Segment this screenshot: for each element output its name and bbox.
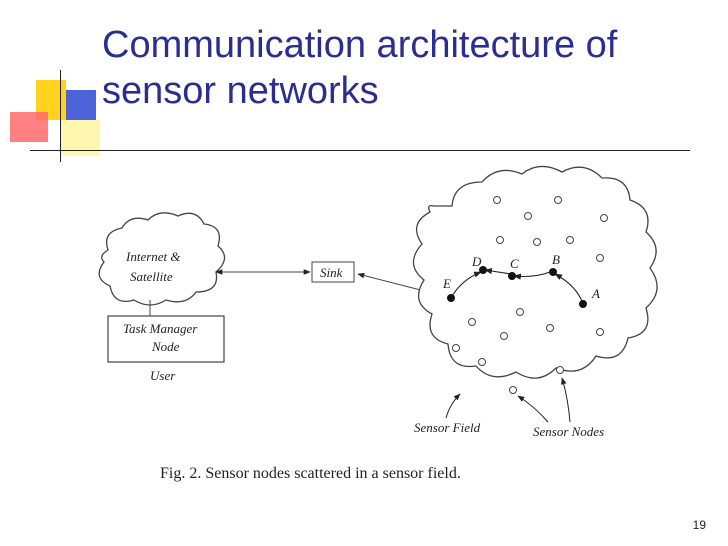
sensor-field-label: Sensor Field — [414, 420, 481, 435]
sensor-node — [493, 196, 501, 204]
node-c-label: C — [510, 256, 519, 271]
node-d — [479, 266, 487, 274]
task-manager-label-2: Node — [151, 339, 180, 354]
title-divider — [30, 150, 690, 151]
node-a-label: A — [591, 286, 600, 301]
page-number: 19 — [692, 518, 706, 532]
node-d-label: D — [471, 254, 482, 269]
node-a — [579, 300, 587, 308]
label-pointers — [445, 377, 571, 423]
sensor-node — [500, 332, 508, 340]
path-node-group — [447, 266, 587, 308]
sensor-node — [452, 344, 460, 352]
internet-cloud-label-2: Satellite — [130, 269, 173, 284]
sensor-node — [509, 386, 517, 394]
internet-cloud-label-1: Internet & — [125, 249, 181, 264]
sink-box — [311, 261, 355, 283]
sink-label: Sink — [320, 265, 343, 280]
sensor-node — [596, 328, 604, 336]
sensor-node — [596, 254, 604, 262]
sensor-node — [600, 214, 608, 222]
sensor-node — [554, 196, 562, 204]
node-e — [447, 294, 455, 302]
decor-vertical-rule — [60, 70, 61, 162]
node-b — [549, 268, 557, 276]
sensor-node — [566, 236, 574, 244]
sensor-node — [546, 324, 554, 332]
task-manager-label-1: Task Manager — [123, 321, 198, 336]
node-e-label: E — [442, 276, 451, 291]
decor-red-square — [10, 112, 48, 142]
sensor-node — [516, 308, 524, 316]
page-title: Communication architecture of sensor net… — [102, 24, 618, 112]
sensor-node — [478, 358, 486, 366]
task-manager-box — [107, 315, 225, 363]
node-b-label: B — [552, 252, 560, 267]
sensor-node — [468, 318, 476, 326]
sensor-node — [533, 238, 541, 246]
sensor-node — [524, 212, 532, 220]
decor-blue-square — [66, 90, 96, 120]
sensor-field-cloud — [412, 165, 658, 379]
sensor-node — [496, 236, 504, 244]
sensor-node-group — [452, 196, 608, 394]
sensor-node — [556, 366, 564, 374]
figure-caption: Fig. 2. Sensor nodes scattered in a sens… — [160, 465, 461, 482]
user-label: User — [150, 368, 176, 383]
sensor-nodes-label: Sensor Nodes — [533, 424, 604, 439]
node-c — [508, 272, 516, 280]
